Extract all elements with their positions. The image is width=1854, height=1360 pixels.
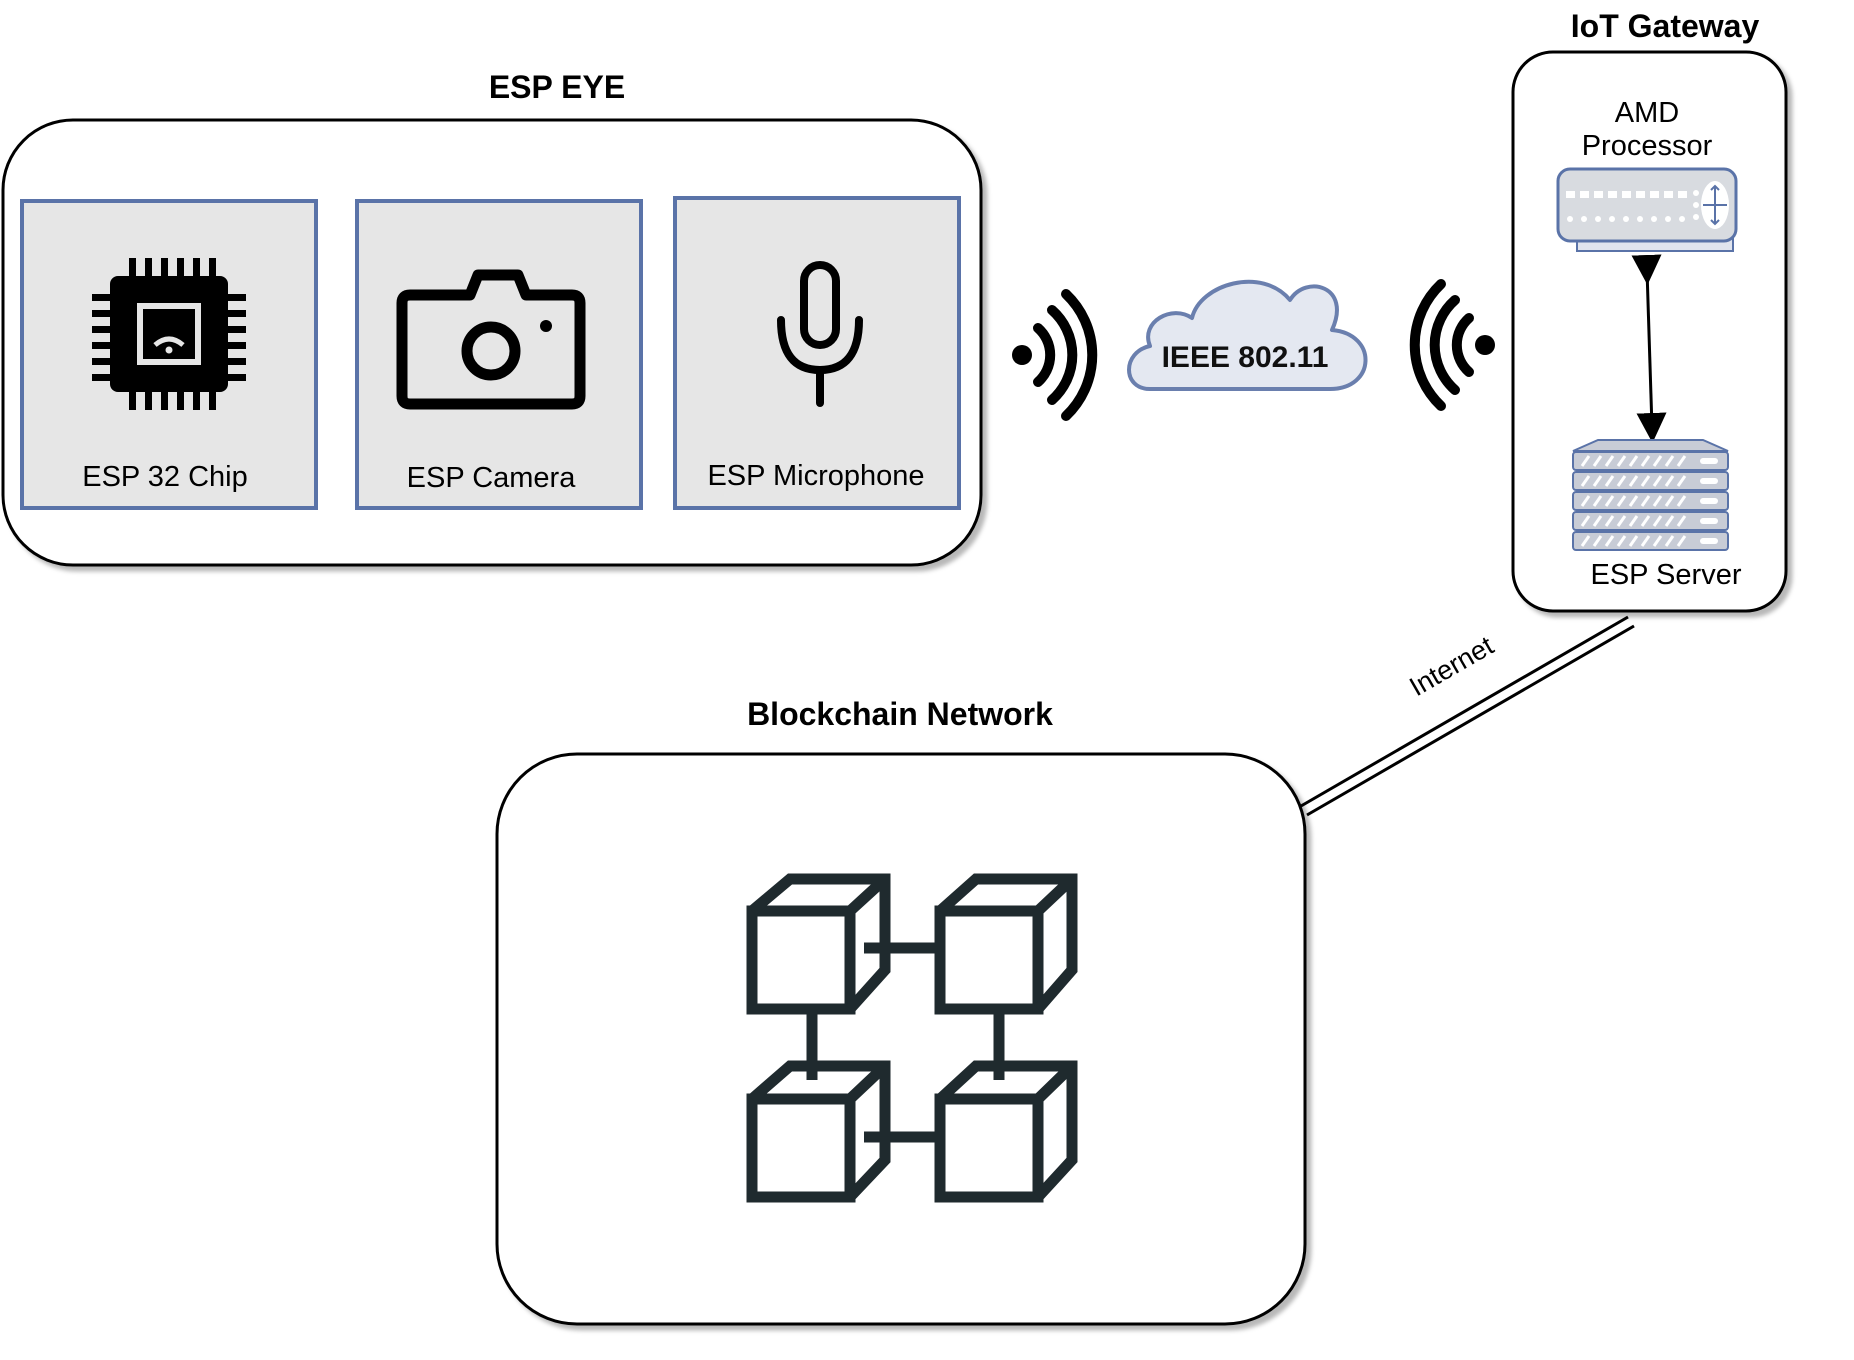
left-wifi-signal-icon [1012, 289, 1098, 421]
block-cube [934, 1060, 1078, 1203]
server-unit [1572, 471, 1729, 491]
esp-eye-title: ESP EYE [489, 69, 625, 105]
esp-microphone-card: ESP Microphone [673, 196, 961, 510]
esp32-chip-label: ESP 32 Chip [82, 461, 248, 493]
blockchain-icon [746, 873, 1078, 1203]
amd-processor-label-line2: Processor [1582, 130, 1713, 162]
block-cube [746, 873, 891, 1015]
server-unit [1572, 511, 1729, 531]
server-unit [1572, 491, 1729, 511]
amd-processor-label-line1: AMD [1615, 97, 1679, 129]
blockchain-container [495, 752, 1307, 1326]
esp-camera-label: ESP Camera [407, 462, 577, 494]
iot-gateway-title: IoT Gateway [1571, 8, 1760, 44]
microphone-icon [777, 261, 863, 407]
block-cube [746, 1060, 891, 1203]
cloud-ieee: IEEE 802.11 [1127, 279, 1368, 391]
esp32-chip-card: ESP 32 Chip [20, 199, 318, 510]
esp-camera-card: ESP Camera [355, 199, 643, 510]
esp-server-label: ESP Server [1591, 559, 1742, 591]
cloud-label: IEEE 802.11 [1162, 341, 1329, 374]
camera-icon [396, 269, 586, 410]
blockchain-title: Blockchain Network [747, 696, 1053, 732]
router-icon [1556, 167, 1738, 252]
processor-server-link [1631, 254, 1667, 443]
server-unit [1572, 451, 1729, 471]
block-cube [934, 873, 1078, 1015]
internet-link [1300, 615, 1635, 817]
esp-microphone-label: ESP Microphone [707, 460, 924, 492]
right-wifi-signal-icon [1409, 279, 1495, 411]
server-unit [1572, 531, 1729, 551]
server-rack-icon [1572, 439, 1729, 551]
chip-icon [92, 258, 246, 410]
internet-label: Internet [1404, 630, 1499, 702]
